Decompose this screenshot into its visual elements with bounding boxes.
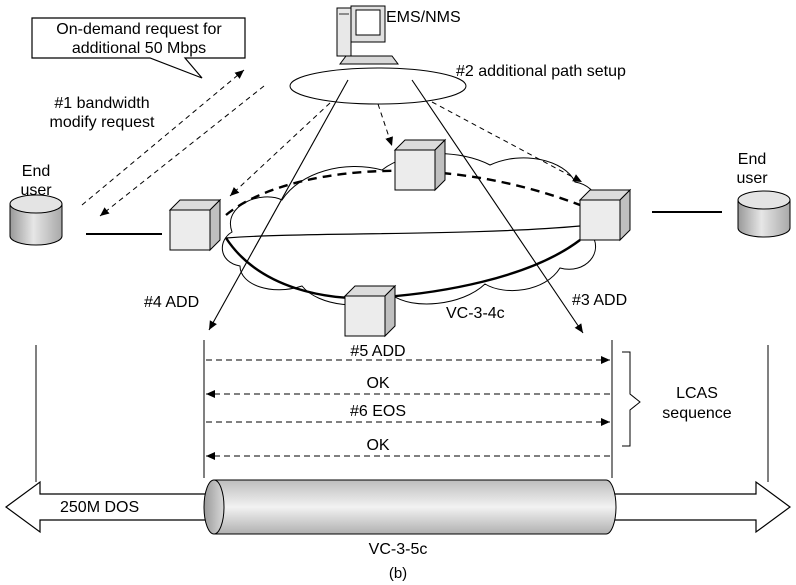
callout-line-2: additional 50 Mbps [72,40,206,57]
dos-label: 250M DOS [60,499,139,516]
step4-label: #4 ADD [144,294,199,311]
end-user-right-line-2: user [736,170,768,187]
node-bottom [343,284,397,338]
step2-label: #2 additional path setup [456,63,626,80]
end-user-left-line-2: user [20,182,52,199]
vc-4c-label: VC-3-4c [446,305,505,322]
end-user-right-line-1: End [738,151,766,168]
lcas-message-add: #5 ADD [350,343,405,360]
request-callout [31,17,246,79]
step1-line-1: #1 bandwidth [54,95,149,112]
lcas-label-line-2: sequence [662,405,731,422]
request-arrow-down [99,85,265,217]
request-arrow-up [81,69,245,206]
lcas-label-line-1: LCAS [676,385,718,402]
ems-computer-icon [336,5,399,65]
node-left [168,198,222,252]
vc-tube [203,479,617,535]
lcas-message-ok-1: OK [366,375,389,392]
vc-5c-label: VC-3-5c [369,541,428,558]
add-arrow-right [411,79,584,334]
additional-path [225,169,581,216]
end-user-left-icon [9,194,63,246]
step3-label: #3 ADD [572,292,627,309]
setup-arrow-center [377,103,393,147]
lcas-message-ok-2: OK [366,437,389,454]
node-top [393,138,447,192]
node-right [578,188,632,242]
lcas-brace [622,351,641,447]
setup-arrow-left [229,102,331,197]
lcas-message-eos: #6 EOS [350,403,406,420]
step1-line-2: modify request [50,114,155,131]
add-arrow-left [208,79,349,331]
figure-caption: (b) [389,565,407,582]
end-user-left-line-1: End [22,163,50,180]
management-ellipse [289,67,467,105]
callout-line-1: On-demand request for [56,21,222,38]
end-user-right-icon [737,190,791,238]
ems-label: EMS/NMS [386,9,461,26]
setup-arrow-right [431,101,583,183]
network-cloud [222,153,601,306]
